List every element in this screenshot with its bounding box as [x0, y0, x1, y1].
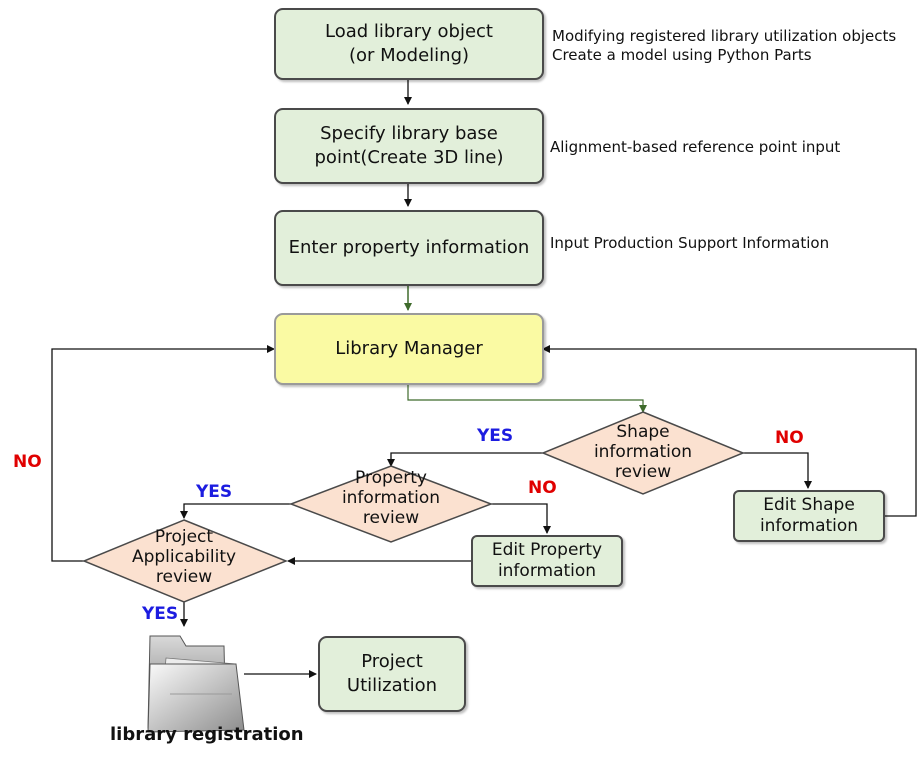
decision-label-line2: information: [593, 442, 693, 462]
step-label-line1: Load library object: [324, 21, 493, 42]
step-label-line1: Specify library base: [320, 123, 498, 144]
step-project-utilization: Project Utilization: [318, 636, 466, 712]
decision-project-label: Project Applicability review: [119, 527, 249, 587]
note-property: Input Production Support Information: [550, 234, 830, 252]
label-property-no: NO: [528, 478, 557, 498]
decision-shape-label: Shape information review: [583, 422, 703, 482]
folder-icon: [147, 635, 245, 733]
decision-property-label: Property information review: [326, 468, 456, 528]
step-label-line1: Edit Property: [491, 540, 603, 560]
label-shape-yes: YES: [477, 426, 514, 446]
decision-label-line2: Applicability: [131, 547, 237, 567]
step-library-manager: Library Manager: [274, 313, 544, 385]
decision-label-line3: review: [155, 567, 213, 587]
connector-project-no: [51, 345, 275, 562]
label-property-yes: YES: [196, 482, 233, 502]
step-label-line2: (or Modeling): [348, 45, 470, 66]
decision-project-diamond: [82, 519, 289, 603]
connector-edit-shape-to-manager: [542, 345, 917, 517]
step-edit-property-information: Edit Property information: [471, 535, 623, 587]
connector-property-yes: [180, 503, 291, 519]
step-label-line2: point(Create 3D line): [314, 147, 504, 168]
decision-label-line2: information: [341, 488, 441, 508]
step-label-line2: Utilization: [346, 675, 438, 696]
step-edit-shape-information: Edit Shape information: [733, 490, 885, 542]
label-shape-no: NO: [775, 428, 804, 448]
library-registration-caption: library registration: [110, 724, 304, 745]
step-enter-property-information: Enter property information: [274, 210, 544, 286]
step-label-line1: Edit Shape: [763, 495, 855, 515]
connector-property-no: [491, 503, 551, 534]
step-label-line2: information: [497, 561, 597, 581]
step-label-line2: information: [759, 516, 859, 536]
decision-label-line3: review: [362, 508, 420, 528]
note-load-line2: Create a model using Python Parts: [552, 46, 812, 64]
decision-label-line1: Shape: [616, 422, 670, 442]
connector-manager-to-shape-review: [407, 385, 647, 413]
label-project-yes: YES: [142, 604, 179, 624]
note-base-point: Alignment-based reference point input: [550, 138, 841, 156]
decision-label-line3: review: [614, 462, 672, 482]
step-label-line1: Project: [361, 651, 423, 672]
decision-property-diamond: [288, 465, 494, 543]
label-project-no: NO: [13, 452, 42, 472]
decision-label-line1: Project: [154, 527, 214, 547]
step-specify-base-point: Specify library base point(Create 3D lin…: [274, 108, 544, 184]
decision-shape-diamond: [541, 411, 745, 495]
connector-shape-no: [743, 452, 812, 489]
note-load-line1: Modifying registered library utilization…: [552, 27, 897, 45]
step-label-line1: Library Manager: [335, 338, 483, 359]
connector-shape-yes: [387, 452, 543, 467]
step-label-line1: Enter property information: [288, 237, 530, 258]
step-load-library-object: Load library object (or Modeling): [274, 8, 544, 80]
decision-label-line1: Property: [355, 468, 427, 488]
